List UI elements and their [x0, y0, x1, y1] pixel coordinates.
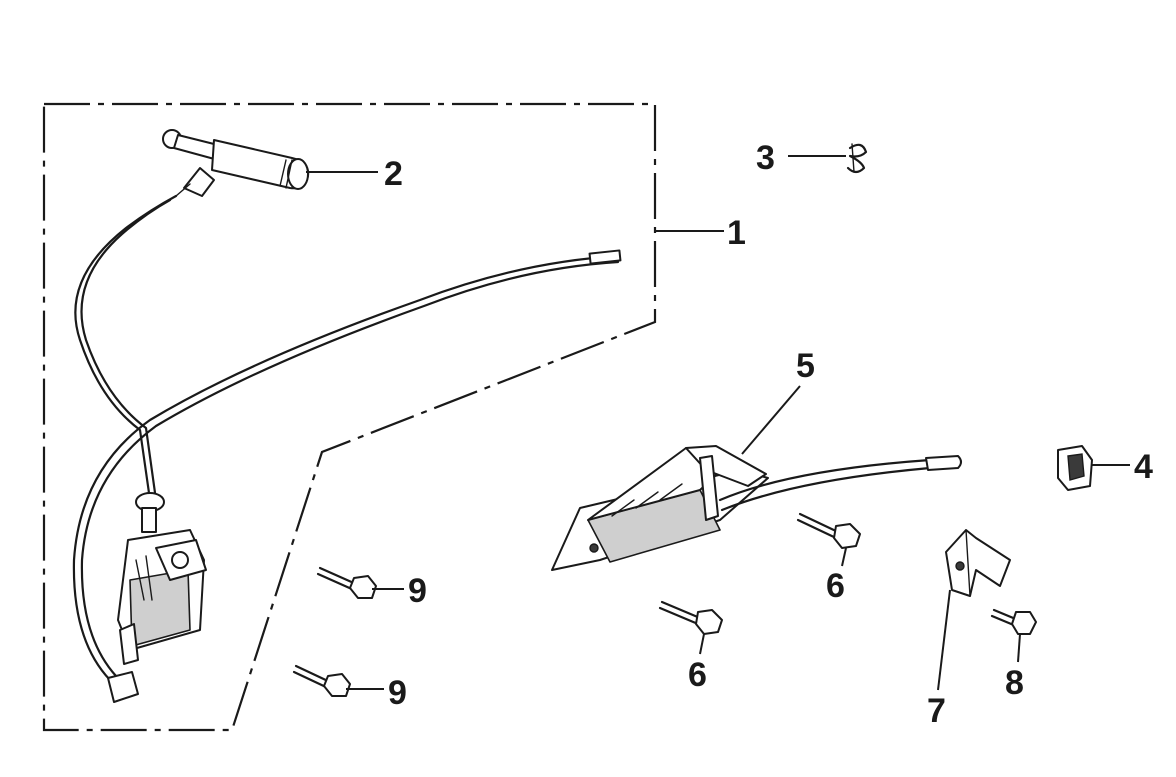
callout-8: 8	[1005, 664, 1024, 702]
callout-3: 3	[756, 139, 775, 177]
ignition-coil-assembly	[72, 194, 622, 703]
callout-2: 2	[384, 155, 403, 193]
cap-part-4	[1057, 445, 1093, 491]
bolt-part-6-upper	[796, 512, 861, 549]
clip-part-3	[846, 143, 868, 174]
spark-plug-cap	[162, 129, 310, 197]
bracket-part-7	[945, 529, 1011, 597]
callout-6-lower: 6	[688, 656, 707, 694]
assembly-boundary-1	[42, 102, 657, 732]
bolt-part-6-lower	[658, 600, 723, 635]
callout-5: 5	[796, 347, 815, 385]
bolt-part-8	[990, 608, 1037, 635]
callout-1: 1	[727, 214, 746, 252]
callout-7: 7	[927, 692, 946, 730]
callout-6-upper: 6	[826, 567, 845, 605]
callout-9-upper: 9	[408, 572, 427, 610]
callout-9-lower: 9	[388, 674, 407, 712]
bolt-part-9-lower	[292, 664, 351, 697]
bolt-part-9-upper	[316, 566, 377, 599]
charge-coil-part-5	[551, 445, 962, 571]
callout-4: 4	[1134, 448, 1153, 486]
leader-lines	[306, 155, 1130, 691]
